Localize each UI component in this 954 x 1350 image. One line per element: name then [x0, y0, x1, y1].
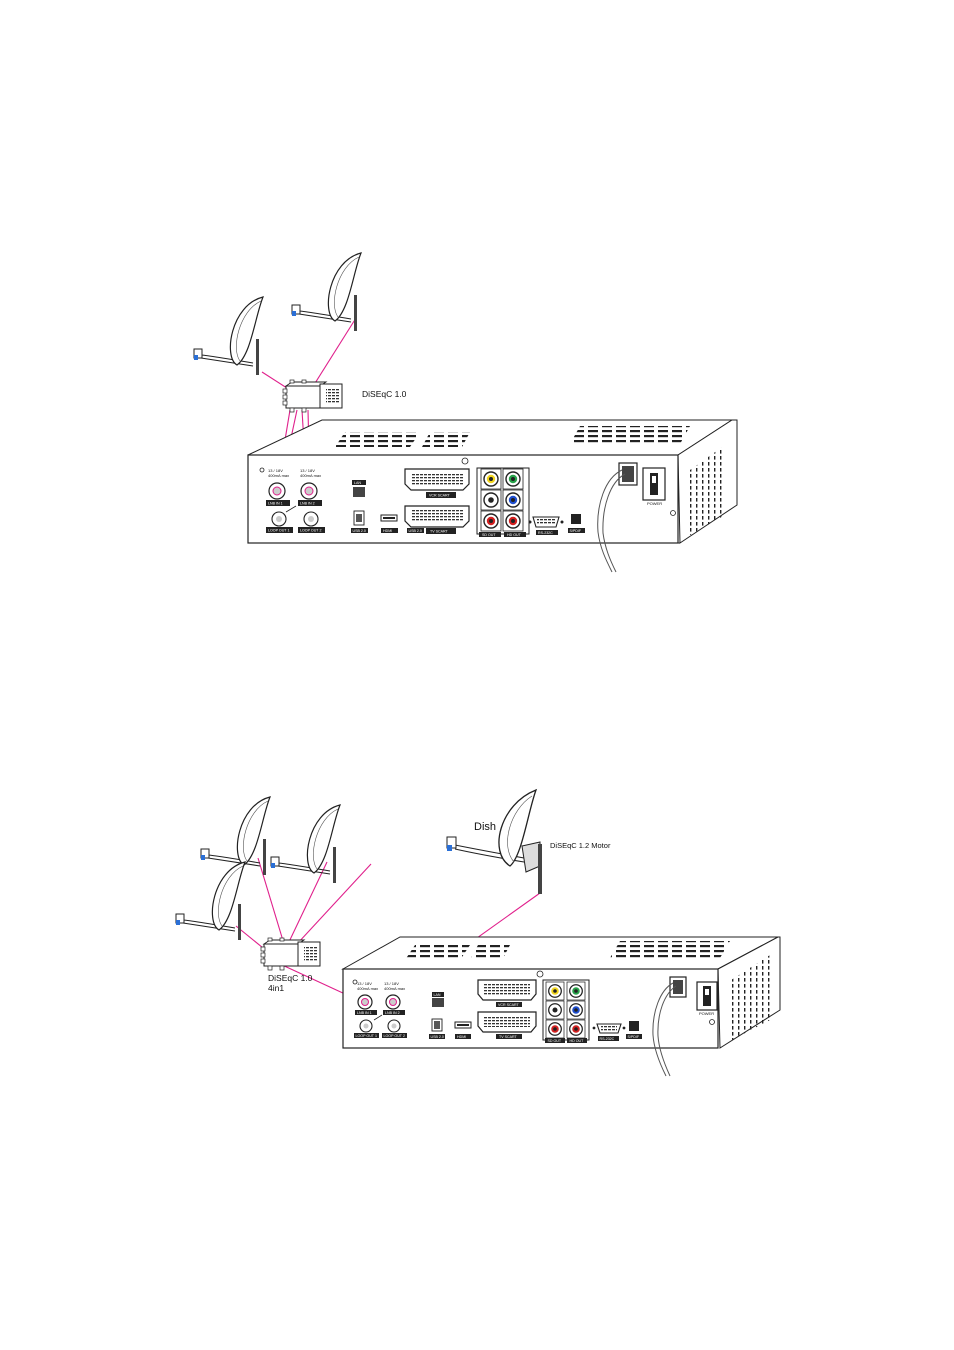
- lnb-in-1-port[interactable]: [268, 482, 286, 500]
- rca-red-port[interactable]: [566, 1019, 586, 1039]
- receiver-box: 13 / 18V 400mA max 13 / 18V 400mA max LN…: [341, 936, 781, 1077]
- tv-scart-port[interactable]: [404, 505, 470, 528]
- rs232-label: RS-232C: [538, 531, 553, 535]
- tv-scart-label: TV SCART: [499, 1035, 518, 1039]
- motor-label: DiSEqC 1.2 Motor: [550, 841, 611, 850]
- spdif-port[interactable]: [629, 1021, 639, 1031]
- rca-green-port[interactable]: [502, 468, 524, 490]
- diseqc-switch-icon: [282, 379, 343, 413]
- diseqc-switch-label: DiSEqC 1.0: [268, 973, 313, 983]
- power-cord: [652, 982, 677, 1077]
- tv-scart-label: TV SCART: [430, 530, 449, 534]
- spdif-port[interactable]: [571, 514, 581, 524]
- rs232-label: RS-232C: [600, 1037, 615, 1041]
- lnb-in-1-port[interactable]: [357, 994, 373, 1010]
- spdif-label: S/PDIF: [628, 1035, 640, 1039]
- lnb-spec-label: 13 / 18V: [268, 468, 283, 473]
- rca-red-port[interactable]: [502, 510, 524, 532]
- lnb-in-2-label: LNB IN 2: [300, 502, 315, 506]
- motorized-dish-icon: [446, 788, 542, 894]
- power-cord: [597, 469, 626, 573]
- usb-label: USB 2.0: [409, 529, 422, 533]
- vcr-scart-port[interactable]: [477, 979, 537, 1001]
- lnb-in-2-label: LNB IN 2: [385, 1011, 400, 1015]
- lnb-in-1-label: LNB IN 1: [268, 502, 283, 506]
- lnb-in-1-label: LNB IN 1: [357, 1011, 372, 1015]
- rca-yellow-port[interactable]: [545, 981, 565, 1001]
- vcr-scart-label: VCR SCART: [429, 494, 451, 498]
- vcr-scart-label: VCR SCART: [498, 1003, 520, 1007]
- lan-port[interactable]: [432, 998, 444, 1007]
- diagram-1: DiSEqC 1.0 13 / 18V 400mA max 13 / 18V 4…: [193, 252, 738, 573]
- satellite-dish-icon: [200, 796, 271, 876]
- usb-label: USB 2.0: [353, 529, 366, 533]
- diseqc-switch-label-sub: 4in1: [268, 983, 284, 993]
- rca-blue-port[interactable]: [502, 489, 524, 511]
- lnb-spec-label: 400mA max: [300, 473, 321, 478]
- lan-label: LAN: [434, 993, 441, 997]
- lnb-spec-label: 13 / 18V: [384, 981, 399, 986]
- rca-red-port[interactable]: [480, 510, 502, 532]
- usb-label: USB 2.0: [431, 1035, 444, 1039]
- rca-white-port[interactable]: [545, 1000, 565, 1020]
- lnb-in-2-port[interactable]: [385, 994, 401, 1010]
- hd-out-label: HD OUT: [570, 1039, 585, 1043]
- satellite-dish-icon: [193, 296, 264, 376]
- lnb-in-2-port[interactable]: [300, 482, 318, 500]
- loop-out-1-label: LOOP OUT 1: [356, 1034, 377, 1038]
- rca-white-port[interactable]: [480, 489, 502, 511]
- diagram-2: Dish DiSEqC 1.2 Motor DiSEqC 1.0 4in1 13…: [175, 788, 781, 1077]
- vcr-scart-port[interactable]: [404, 468, 470, 491]
- lnb-spec-label: 400mA max: [384, 986, 405, 991]
- satellite-dish-icon: [270, 804, 341, 884]
- satellite-dish-icon: [175, 861, 246, 941]
- tv-scart-port[interactable]: [477, 1011, 537, 1033]
- diseqc-switch-label: DiSEqC 1.0: [362, 389, 407, 399]
- rs232-port[interactable]: [528, 516, 564, 528]
- rca-blue-port[interactable]: [566, 1000, 586, 1020]
- lnb-spec-label: 13 / 18V: [300, 468, 315, 473]
- loop-out-2-label: LOOP OUT 2: [300, 529, 321, 533]
- diseqc-switch-icon: [260, 937, 321, 971]
- dish-label: Dish: [474, 821, 496, 833]
- rs232-port[interactable]: [592, 1023, 626, 1034]
- hdmi-label: HDMI: [457, 1035, 466, 1039]
- spdif-label: S/PDIF: [570, 529, 582, 533]
- receiver-box: 13 / 18V 400mA max 13 / 18V 400mA max LN…: [247, 419, 738, 573]
- power-label: POWER: [699, 1011, 714, 1016]
- lnb-spec-label: 400mA max: [268, 473, 289, 478]
- sd-out-label: SD OUT: [548, 1039, 562, 1043]
- sd-out-label: SD OUT: [482, 533, 496, 537]
- lnb-spec-label: 400mA max: [357, 986, 378, 991]
- hd-out-label: HD OUT: [507, 533, 522, 537]
- loop-out-1-label: LOOP OUT 1: [268, 529, 289, 533]
- lnb-spec-label: 13 / 18V: [357, 981, 372, 986]
- power-label: POWER: [647, 501, 662, 506]
- rca-yellow-port[interactable]: [480, 468, 502, 490]
- satellite-dish-icon: [291, 252, 362, 332]
- loop-out-2-label: LOOP OUT 2: [384, 1034, 405, 1038]
- lan-port[interactable]: [353, 487, 365, 497]
- hdmi-label: HDMI: [383, 529, 392, 533]
- rca-green-port[interactable]: [566, 981, 586, 1001]
- rca-red-port[interactable]: [545, 1019, 565, 1039]
- lan-label: LAN: [354, 481, 361, 485]
